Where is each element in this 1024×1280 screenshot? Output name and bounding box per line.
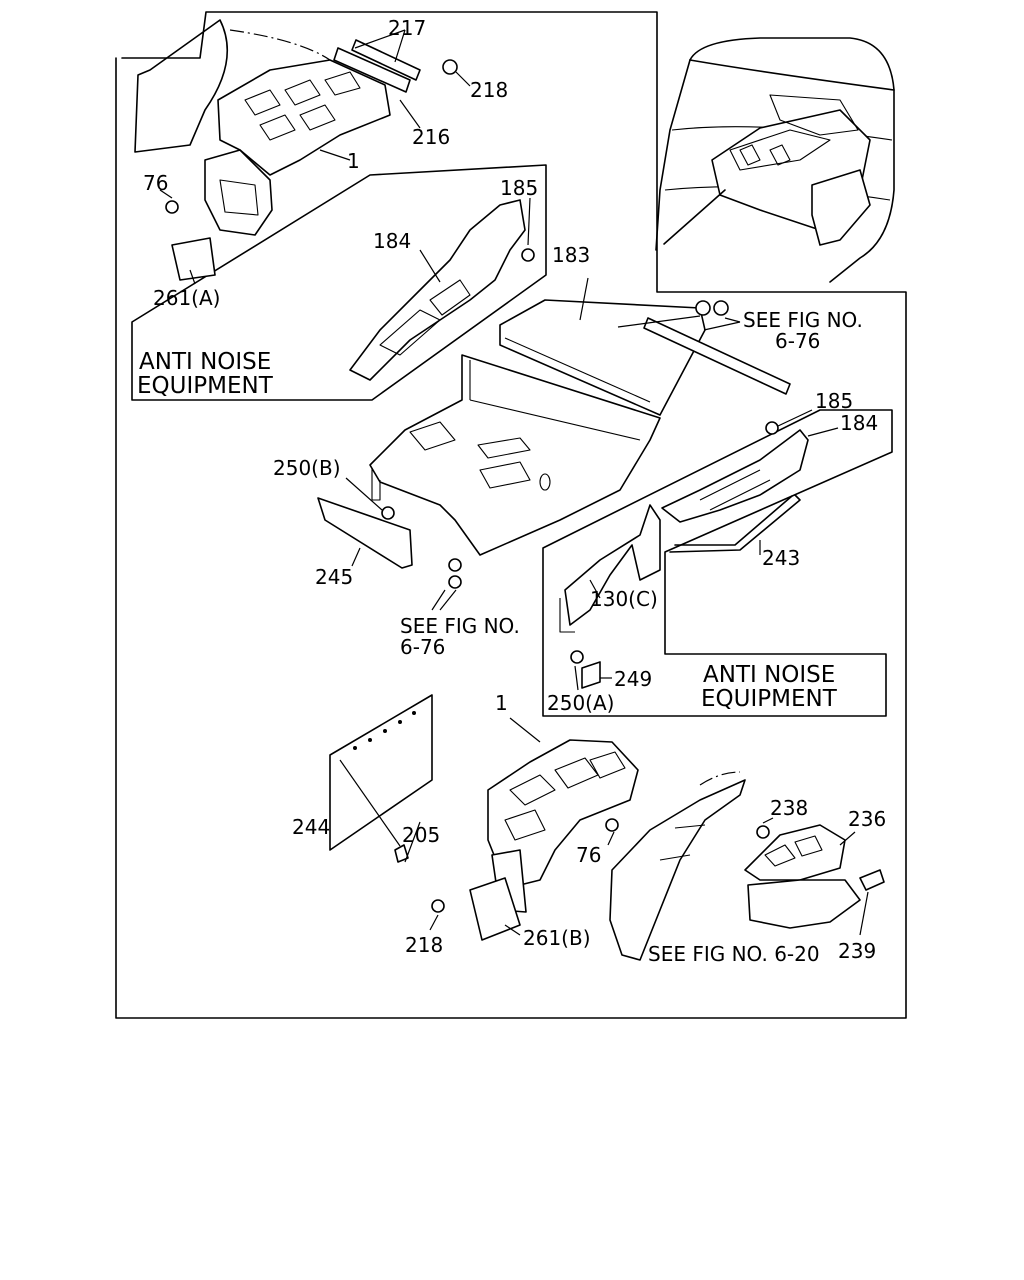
callout-243: 243	[762, 546, 800, 570]
see-fig-mid-line2: 6-76	[400, 635, 445, 659]
callout-250a: 250(A)	[547, 691, 614, 715]
anti-noise-right-line1: ANTI NOISE	[703, 662, 835, 688]
anti-noise-left-line1: ANTI NOISE	[139, 349, 271, 375]
callout-184-right: 184	[840, 411, 878, 435]
anti-noise-left-line2: EQUIPMENT	[137, 373, 274, 399]
callout-218-bottom: 218	[405, 933, 443, 957]
callout-216: 216	[412, 125, 450, 149]
callout-245: 245	[315, 565, 353, 589]
callout-217: 217	[388, 16, 426, 40]
callout-130c: 130(C)	[590, 587, 658, 611]
callout-244: 244	[292, 815, 330, 839]
callout-185-right: 185	[815, 389, 853, 413]
callout-1-bottom: 1	[495, 691, 508, 715]
anti-noise-left-box	[131, 164, 547, 401]
anti-noise-part-184-left	[349, 197, 535, 381]
callout-1-top: 1	[347, 149, 360, 173]
floor-panel-assembly	[317, 277, 791, 611]
callout-249: 249	[614, 667, 652, 691]
see-fig-mid-line1: SEE FIG NO.	[400, 614, 520, 638]
see-fig-top-line1: SEE FIG NO.	[743, 308, 863, 332]
vehicle-overview	[655, 37, 895, 283]
callout-184-left: 184	[373, 229, 411, 253]
anti-noise-right-line2: EQUIPMENT	[701, 686, 838, 712]
callout-261b: 261(B)	[523, 926, 591, 950]
callout-218-top: 218	[470, 78, 508, 102]
callout-238: 238	[770, 796, 808, 820]
callout-76-bottom: 76	[576, 843, 601, 867]
callout-250b: 250(B)	[273, 456, 341, 480]
callout-183: 183	[552, 243, 590, 267]
callout-205: 205	[402, 823, 440, 847]
panel-assembly-bottom	[329, 694, 639, 941]
callout-236: 236	[848, 807, 886, 831]
see-fig-bottom: SEE FIG NO. 6-20	[648, 942, 820, 966]
fender-step-assembly	[609, 771, 885, 961]
anti-noise-parts-right	[559, 409, 839, 691]
callout-261a: 261(A)	[153, 286, 220, 310]
see-fig-top-line2: 6-76	[775, 329, 820, 353]
callout-76-top: 76	[143, 171, 168, 195]
outer-frame	[115, 11, 907, 1019]
callout-239: 239	[838, 939, 876, 963]
callout-185-left: 185	[500, 176, 538, 200]
panel-assembly-top	[134, 19, 471, 285]
anti-noise-right-box	[542, 409, 893, 717]
